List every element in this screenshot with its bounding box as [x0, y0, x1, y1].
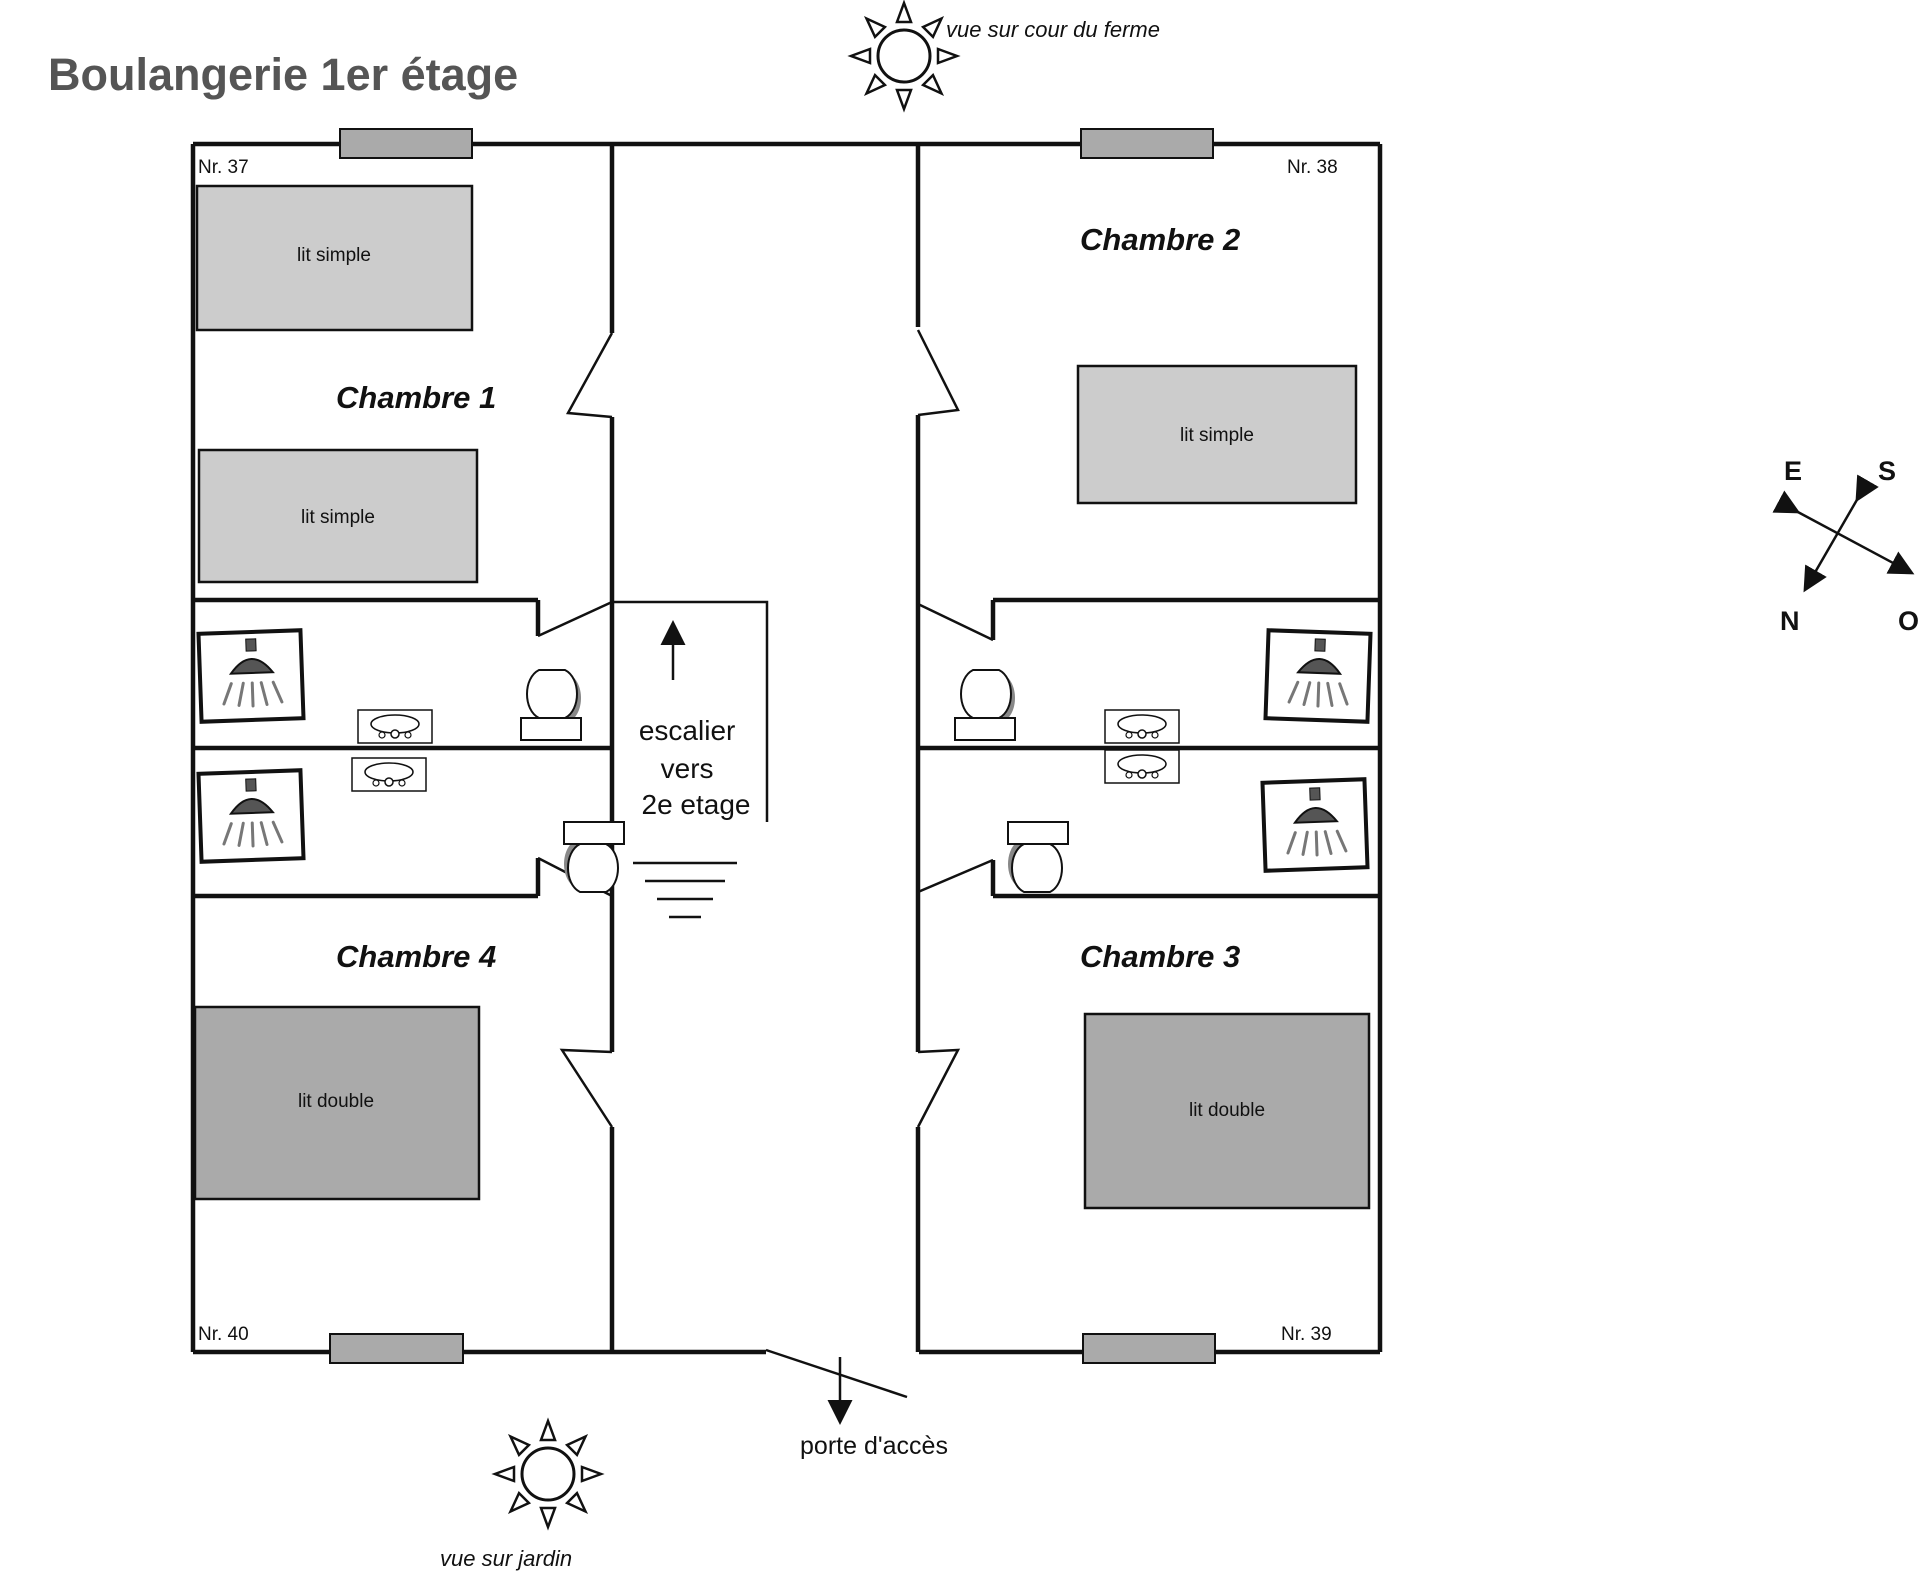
- bed-label: lit simple: [301, 507, 375, 528]
- sun-icon: [493, 1419, 603, 1529]
- sink-icon: [1104, 749, 1180, 784]
- view-label-bottom: vue sur jardin: [440, 1546, 572, 1571]
- toilet-icon: [563, 821, 625, 893]
- room-label-2: Chambre 2: [1080, 222, 1240, 257]
- sun-icon: [849, 1, 959, 111]
- toilet-icon: [1007, 821, 1069, 893]
- compass-north: N: [1780, 606, 1800, 636]
- bathroom-walls-right: [917, 597, 1380, 899]
- bed: lit simple: [197, 448, 479, 584]
- stair-label-line1: escalier: [639, 715, 735, 746]
- bed: lit simple: [195, 184, 474, 332]
- bed: lit double: [193, 1005, 481, 1201]
- windows: [329, 128, 1216, 1364]
- room-number-38: Nr. 38: [1287, 157, 1338, 178]
- window: [329, 1333, 464, 1364]
- bed-label: lit simple: [1180, 425, 1254, 446]
- shower-icon: [1265, 630, 1370, 722]
- window: [339, 128, 473, 159]
- room-doors: [559, 329, 961, 1128]
- entrance-label: porte d'accès: [800, 1432, 948, 1460]
- compass-west: O: [1898, 606, 1919, 636]
- bed: lit simple: [1076, 364, 1358, 505]
- room-number-37: Nr. 37: [198, 157, 249, 178]
- compass-east: E: [1784, 456, 1802, 486]
- window: [1080, 128, 1214, 159]
- room-label-1: Chambre 1: [336, 380, 496, 415]
- compass-south: S: [1878, 456, 1896, 486]
- room-number-39: Nr. 39: [1281, 1324, 1332, 1345]
- staircase: [614, 600, 769, 919]
- stair-label-line2: vers: [661, 753, 714, 784]
- room-number-40: Nr. 40: [198, 1324, 249, 1345]
- compass-icon: [1772, 474, 1915, 593]
- entrance-door: [765, 1348, 908, 1425]
- bed-label: lit double: [1189, 1100, 1265, 1121]
- window: [1082, 1333, 1216, 1364]
- page-title: Boulangerie 1er étage: [48, 49, 518, 100]
- sink-icon: [351, 757, 427, 792]
- room-label-3: Chambre 3: [1080, 939, 1240, 974]
- shower-icon: [1262, 779, 1367, 871]
- stair-label: escalier vers 2e etage: [639, 715, 751, 820]
- view-label-top: vue sur cour du ferme: [946, 17, 1160, 42]
- bed: lit double: [1083, 1012, 1371, 1210]
- bed-label: lit simple: [297, 245, 371, 266]
- shower-icon: [198, 770, 303, 862]
- stair-label-line3: 2e etage: [642, 789, 751, 820]
- sink-icon: [357, 709, 433, 744]
- toilet-icon: [954, 669, 1016, 741]
- bed-label: lit double: [298, 1091, 374, 1112]
- bathroom-walls-left: [193, 597, 613, 899]
- corridor-walls: [609, 144, 921, 1352]
- toilet-icon: [520, 669, 582, 741]
- sink-icon: [1104, 709, 1180, 744]
- room-label-4: Chambre 4: [336, 939, 496, 974]
- shower-icon: [198, 630, 303, 722]
